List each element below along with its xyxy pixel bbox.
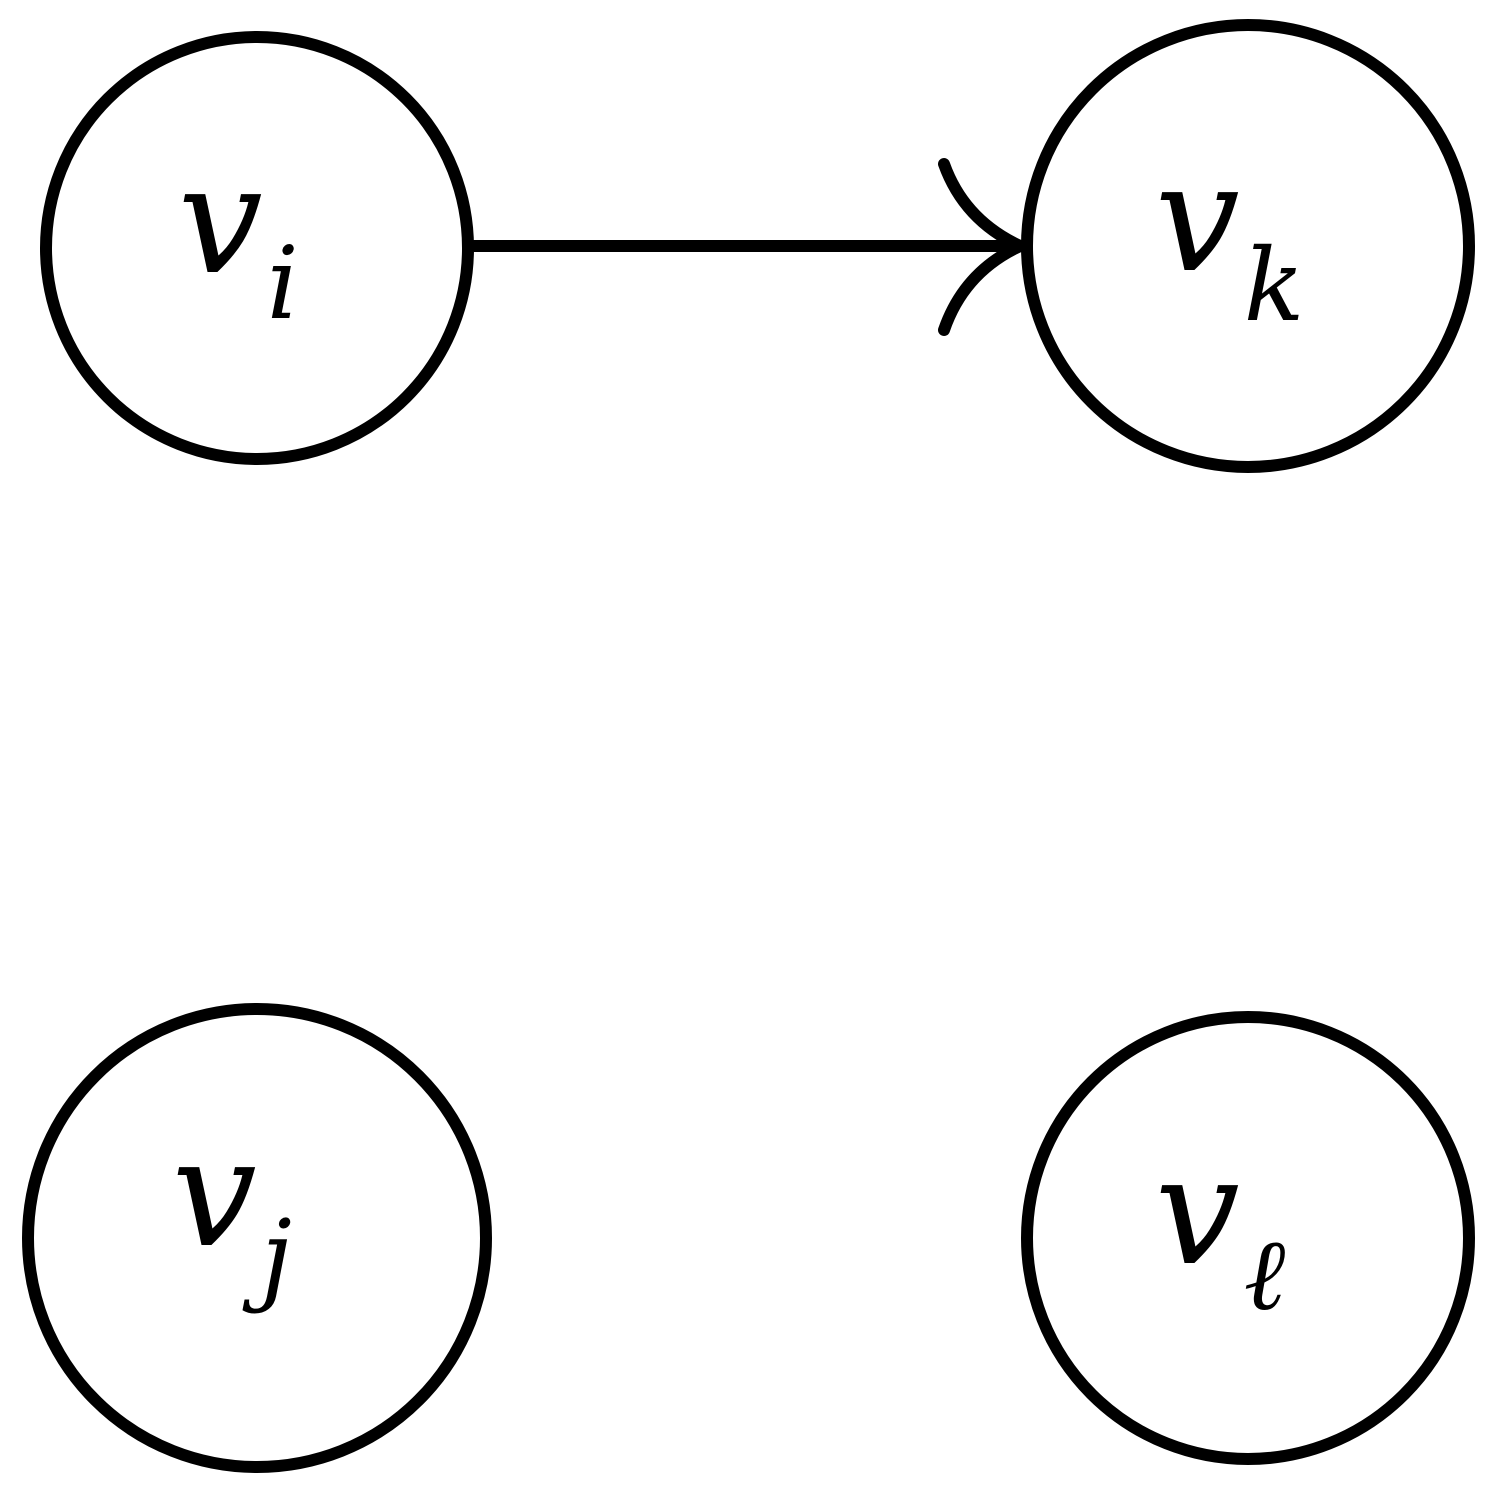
node-label: vj bbox=[172, 1107, 292, 1315]
node-label: vk bbox=[1155, 132, 1304, 344]
node-label: vℓ bbox=[1155, 1125, 1286, 1333]
node-label-subscript: ℓ bbox=[1244, 1216, 1286, 1333]
node-label-base: v bbox=[1155, 1125, 1240, 1299]
node-circle bbox=[22, 1003, 492, 1473]
node-vk: vk bbox=[1021, 19, 1475, 473]
node-circle bbox=[1021, 19, 1475, 473]
node-label-base: v bbox=[172, 1107, 257, 1281]
edge-vi-to-vk bbox=[468, 158, 1035, 336]
node-vi: vi bbox=[40, 31, 474, 465]
node-label-subscript: i bbox=[267, 225, 299, 342]
node-label-base: v bbox=[178, 134, 263, 308]
node-circle bbox=[1021, 1011, 1475, 1465]
node-label: vi bbox=[178, 134, 299, 342]
arrowhead-icon bbox=[938, 158, 1035, 336]
node-vl: vℓ bbox=[1021, 1011, 1475, 1465]
node-label-subscript: k bbox=[1244, 227, 1305, 344]
node-circle bbox=[40, 31, 474, 465]
node-vj: vj bbox=[22, 1003, 492, 1473]
node-label-base: v bbox=[1155, 132, 1240, 306]
